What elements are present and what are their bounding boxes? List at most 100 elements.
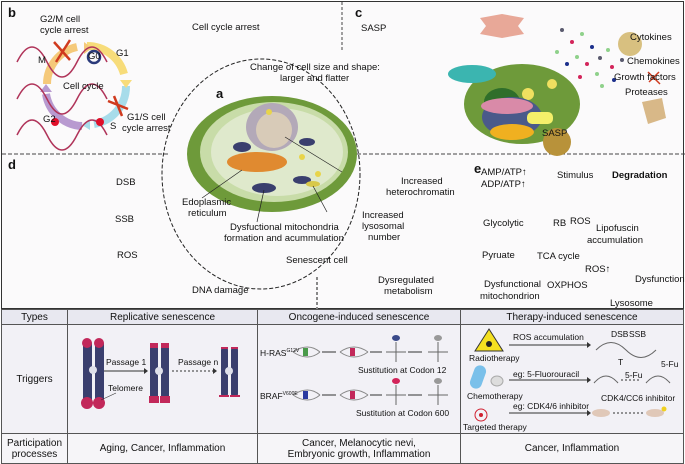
amp-atp: AMP/ATP↑ <box>481 167 527 178</box>
header-types: Types <box>1 309 68 325</box>
header-replicative: Replicative senescence <box>67 309 258 325</box>
passage-n-label: Passage n <box>178 357 219 367</box>
participation-therapy: Cancer, Inflammation <box>460 433 684 464</box>
rb-protein <box>592 409 610 417</box>
dys-mito-2: mitochondrion <box>480 291 540 302</box>
sasp-cell-label: SASP <box>542 128 568 139</box>
cell-size-caption-2: larger and flatter <box>280 73 350 84</box>
chemotherapy-label: Chemotherapy <box>467 391 523 401</box>
chromosome-2 <box>149 343 170 403</box>
dna-damage-title: DNA damage <box>192 285 249 296</box>
hras-label: H-RASG12V <box>260 347 300 358</box>
senescent-oval <box>161 58 361 290</box>
stimulus-burst <box>480 14 524 38</box>
sasp-title: SASP <box>361 23 387 34</box>
rb-label: RB <box>553 218 567 229</box>
dysregulated-2: metabolism <box>384 286 433 297</box>
radiotherapy-label: Radiotherapy <box>469 353 520 363</box>
heterochromatin-2: heterochromatin <box>386 187 455 198</box>
chemo-pill <box>469 365 487 389</box>
ros-accumulation-label: ROS accumulation <box>513 332 584 342</box>
arc-m <box>43 43 79 85</box>
table-header-row: Types Replicative senescence Oncogene-in… <box>1 309 684 325</box>
ros-up-label: ROS↑ <box>585 264 611 275</box>
phase-g1: G1 <box>116 48 129 59</box>
phase-g2: G2 <box>43 114 56 125</box>
panel-label-a: a <box>216 86 224 101</box>
oxphos-label: OXPHOS <box>547 280 588 291</box>
panel-label-b: b <box>8 5 16 20</box>
chromosome-1 <box>81 338 105 409</box>
targeted-therapy-label: Targeted therapy <box>463 422 527 432</box>
fu-arrow-label: 5-Fu <box>625 370 643 380</box>
mito-label-1: Dysfuctional mitochondria <box>230 222 339 233</box>
top-diagram: b G2/M cell cycle arrest Cell cycle arre… <box>1 1 685 310</box>
eg-5fu-label: eg: 5-Fluorouracil <box>513 369 580 379</box>
row-label-triggers: Triggers <box>1 324 68 434</box>
oxphos-oval <box>490 124 534 140</box>
ros-label: ROS <box>570 216 591 227</box>
sasp-dots <box>555 28 624 88</box>
participation-oncogene: Cancer, Melanocytic nevi, Embryonic grow… <box>257 433 461 464</box>
therapy-graphics <box>469 328 671 422</box>
panel-label-c: c <box>355 5 363 20</box>
dys-mito-1: Dysfunctional <box>484 279 542 290</box>
degradation-label: Degradation <box>612 170 668 181</box>
lysosomal-2: lysosomal <box>362 221 405 232</box>
dysfunction-vesicle <box>642 98 666 124</box>
phase-m: M <box>38 55 46 66</box>
panel-label-e: e <box>474 161 482 176</box>
legend-cytokines: Cytokines <box>630 32 672 43</box>
header-oncogene: Oncogene-induced senescence <box>257 309 461 325</box>
participation-replicative: Aging, Cancer, Inflammation <box>67 433 258 464</box>
lysosomal-1: Increased <box>362 210 404 221</box>
chromosome-graphics <box>81 338 240 409</box>
cell-cycle-arrest-title: Cell cycle arrest <box>192 22 260 33</box>
tca-oval <box>481 98 533 114</box>
g1s-arrest-line1: G1/S cell <box>127 112 166 123</box>
ros-mark: ROS <box>117 250 138 261</box>
triggers-row: Triggers <box>1 324 684 434</box>
glycolytic-label: Glycolytic <box>483 218 524 229</box>
dsb-label: DSB <box>611 329 629 339</box>
codon-12-label: Sustitution at Codon 12 <box>358 365 447 375</box>
heterochromatin-1: Increased <box>401 176 443 187</box>
degradation-vesicle <box>618 32 642 56</box>
stimulus-label: Stimulus <box>557 170 594 181</box>
oncogene-triggers-cell: H-RASG12V BRAFV600E Sustitution at Codon… <box>257 324 461 434</box>
trna-icons <box>386 342 448 405</box>
diagram-graphics <box>2 2 685 310</box>
lipofuscin-x <box>647 71 661 85</box>
senescent-cell-illustration <box>187 96 357 223</box>
rb-protein-p <box>646 409 664 417</box>
passage-1-label: Passage 1 <box>106 357 147 367</box>
dna-hras <box>292 346 369 358</box>
legend-growth-factors: Growth factors <box>614 72 676 83</box>
ssb-mark: SSB <box>115 214 135 225</box>
er-label-1: Edoplasmic <box>182 197 232 208</box>
ssb-label: SSB <box>629 329 647 339</box>
eg-cdk-label: eg: CDK4/6 inhibitor <box>513 401 590 411</box>
participation-row: Participation processes Aging, Cancer, I… <box>1 433 684 464</box>
codon-600-label: Sustitution at Codon 600 <box>356 408 450 418</box>
legend-proteases: Proteases <box>625 87 668 98</box>
arrest-x-g2m <box>53 39 72 63</box>
legend-chemokines: Chemokines <box>627 56 680 67</box>
ros-box <box>527 112 553 124</box>
row-label-participation: Participation processes <box>1 433 68 464</box>
t-label: T <box>618 357 624 367</box>
dna-therapy-1 <box>595 342 657 358</box>
dsb-mark: DSB <box>116 177 136 188</box>
g2m-arrest-line1: G2/M cell <box>40 14 81 25</box>
radiation-icon <box>474 328 504 352</box>
dna-strands <box>16 46 108 151</box>
cell-cycle-center: Cell cycle <box>63 81 104 92</box>
ros-burst-2 <box>96 118 104 126</box>
target-icon <box>474 408 488 422</box>
phase-g0: G0 <box>88 51 101 62</box>
dysfunction-label: Dysfunction <box>635 274 685 285</box>
tca-label: TCA cycle <box>537 251 580 262</box>
header-therapy: Therapy-induced senescence <box>460 309 684 325</box>
chromosome-3 <box>219 347 240 397</box>
fu-label: 5-Fu <box>661 359 679 369</box>
